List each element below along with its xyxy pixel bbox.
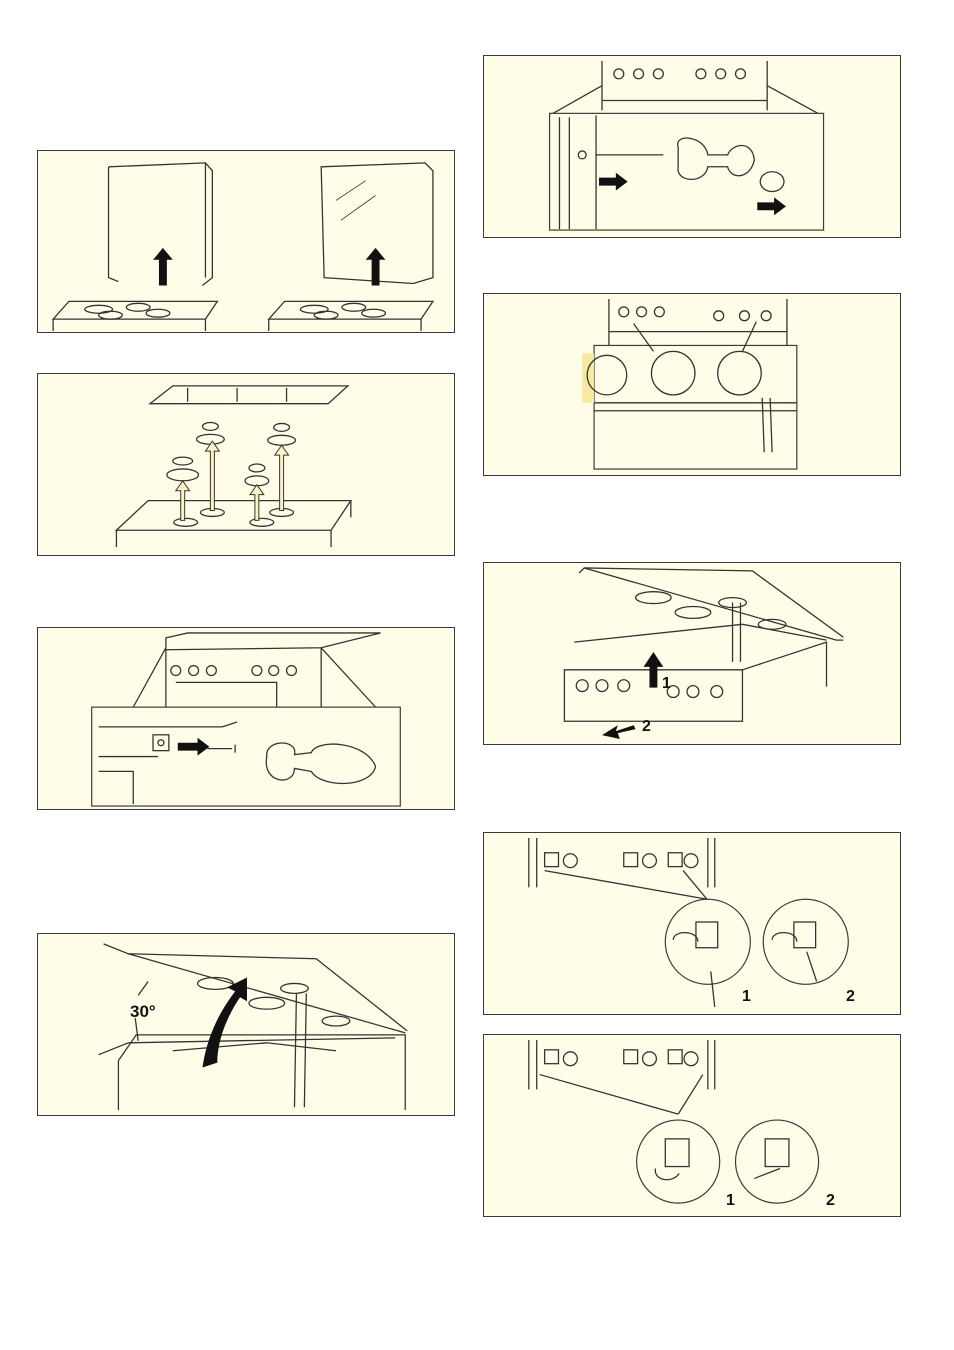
figure-hob-tilt: 30° (37, 933, 455, 1116)
knob-screws-drawing (484, 294, 900, 475)
burner-parts-drawing (38, 374, 454, 555)
tap-attach-drawing (484, 1035, 900, 1216)
tap-detach-step2: 2 (846, 988, 855, 1006)
tilt-angle-label: 30° (130, 1002, 156, 1022)
lid-removal-drawing (38, 151, 454, 332)
hob-lift-drawing (484, 563, 900, 744)
hob-lift-step1: 1 (662, 675, 671, 693)
side-screw-drawing (38, 628, 454, 809)
figure-lid-removal (37, 150, 455, 333)
knob-screws-zoom (594, 345, 797, 469)
hob-tilt-drawing (38, 934, 454, 1115)
tap-detach-step1: 1 (742, 988, 751, 1006)
tap-detach-drawing (484, 833, 900, 1014)
hob-lift-step2: 2 (642, 718, 651, 736)
figure-burner-parts (37, 373, 455, 556)
figure-rear-screw-cap (483, 55, 901, 238)
tap-attach-step2: 2 (826, 1192, 835, 1210)
tap-attach-step1: 1 (726, 1192, 735, 1210)
rear-screw-zoom (550, 113, 824, 230)
figure-side-screw (37, 627, 455, 810)
figure-tap-attach: 1 2 (483, 1034, 901, 1217)
rear-screw-cap-drawing (484, 56, 900, 237)
figure-knob-screws (483, 293, 901, 476)
figure-hob-lift: 1 2 (483, 562, 901, 745)
figure-tap-detach: 1 2 (483, 832, 901, 1015)
